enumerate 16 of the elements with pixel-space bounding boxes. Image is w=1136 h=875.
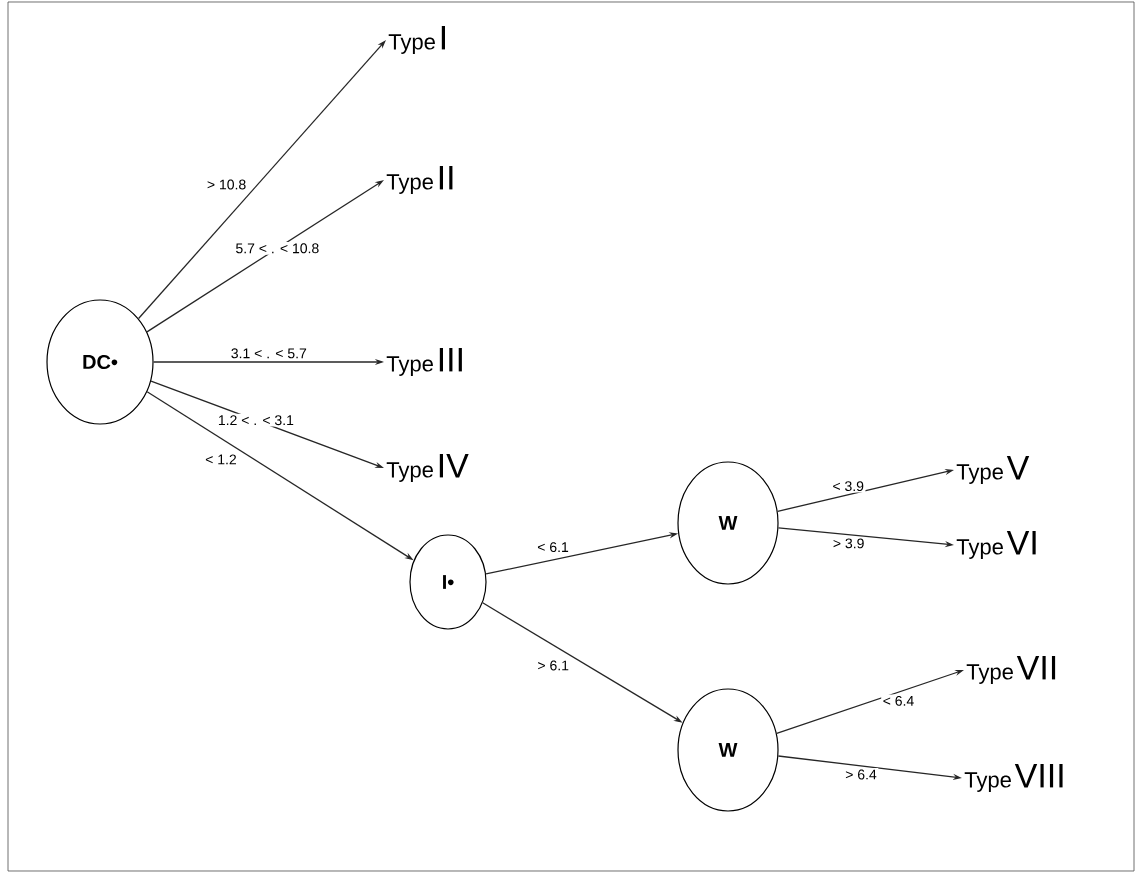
edge-label: < 1.2 <box>203 452 239 466</box>
edge-label: < 6.1 <box>535 540 571 554</box>
edge-label: < 3.9 <box>830 479 866 493</box>
edge-label: > 3.9 <box>831 536 866 550</box>
edge-label: > 10.8 <box>205 178 248 191</box>
edge-label: 1.2 < . < 3.1 <box>216 413 296 427</box>
arrow <box>137 40 386 320</box>
type-label: Type I <box>388 26 445 54</box>
type-label: Type III <box>386 348 462 376</box>
type-label: Type IV <box>386 454 469 482</box>
edge-label: > 6.4 <box>843 768 879 781</box>
edge-label: 3.1 < . < 5.7 <box>229 346 309 360</box>
edge-label: 5.7 < . < 10.8 <box>233 241 321 255</box>
edge-label: < 6.4 <box>881 694 916 708</box>
type-label: Type II <box>386 166 453 194</box>
edge-label: > 6.1 <box>535 659 571 672</box>
